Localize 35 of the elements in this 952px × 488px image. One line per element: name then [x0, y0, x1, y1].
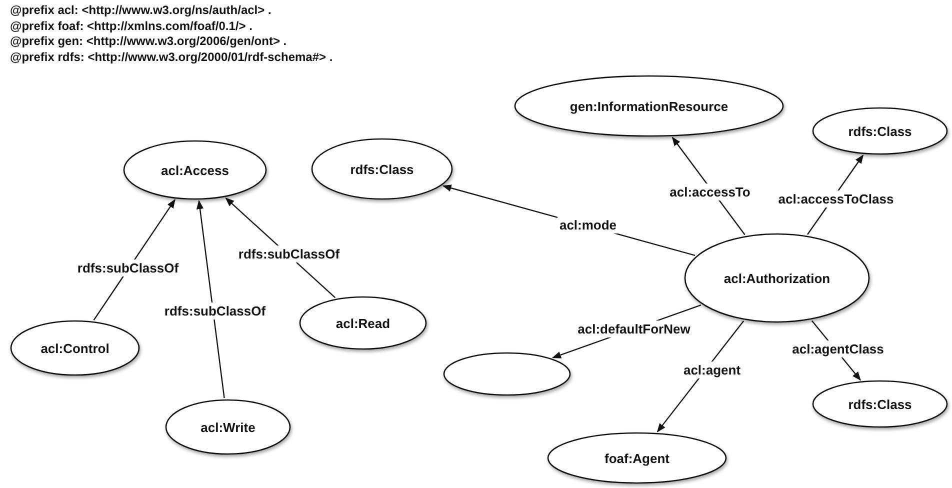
ellipse-node	[123, 140, 267, 200]
edge-label: acl:mode	[557, 216, 619, 234]
edge-label: acl:agentClass	[790, 340, 886, 358]
ellipse-node	[812, 107, 948, 155]
prefix-declaration: @prefix acl: <http://www.w3.org/ns/auth/acl> .	[10, 3, 272, 18]
ellipse-node	[443, 352, 571, 396]
ellipse-node	[165, 399, 291, 455]
node-label: acl:Control	[40, 340, 110, 356]
edge-label: acl:defaultForNew	[576, 320, 692, 338]
prefix-declaration: @prefix foaf: <http://xmlns.com/foaf/0.1/> .	[10, 18, 254, 34]
node-label: rdfs:Class	[848, 396, 912, 412]
edge-label: rdfs:subClassOf	[162, 302, 268, 320]
node-label: acl:Read	[336, 316, 390, 330]
ellipse-node	[514, 75, 784, 137]
edge-label: acl:accessToClass	[776, 190, 896, 208]
edge-label: rdfs:subClassOf	[75, 260, 181, 276]
node-label: acl:Authorization	[724, 270, 830, 286]
node-label: gen:InformationResource	[570, 98, 728, 114]
node-label: rdfs:Class	[848, 124, 912, 138]
ellipse-node	[812, 380, 948, 428]
edge-label: rdfs:subClassOf	[236, 246, 342, 262]
node-label: acl:Access	[161, 162, 229, 178]
prefix-declaration: @prefix rdfs: <http://www.w3.org/2000/01/rdf-schema#> .	[10, 50, 333, 65]
node-label: rdfs:Class	[350, 162, 414, 176]
ellipse-node	[299, 296, 427, 350]
arrow	[196, 200, 225, 398]
ellipse-node	[547, 432, 727, 484]
ellipse-node	[10, 320, 140, 376]
node-label: foaf:Agent	[604, 450, 670, 466]
edge-label: acl:accessTo	[668, 184, 752, 200]
prefix-declaration: @prefix gen: <http://www.w3.org/2006/gen/ont> .	[10, 34, 288, 50]
node-label: acl:Write	[200, 420, 256, 434]
ellipse-node	[684, 233, 870, 323]
ellipse-node	[311, 138, 453, 200]
edge-label: acl:agent	[681, 362, 743, 378]
